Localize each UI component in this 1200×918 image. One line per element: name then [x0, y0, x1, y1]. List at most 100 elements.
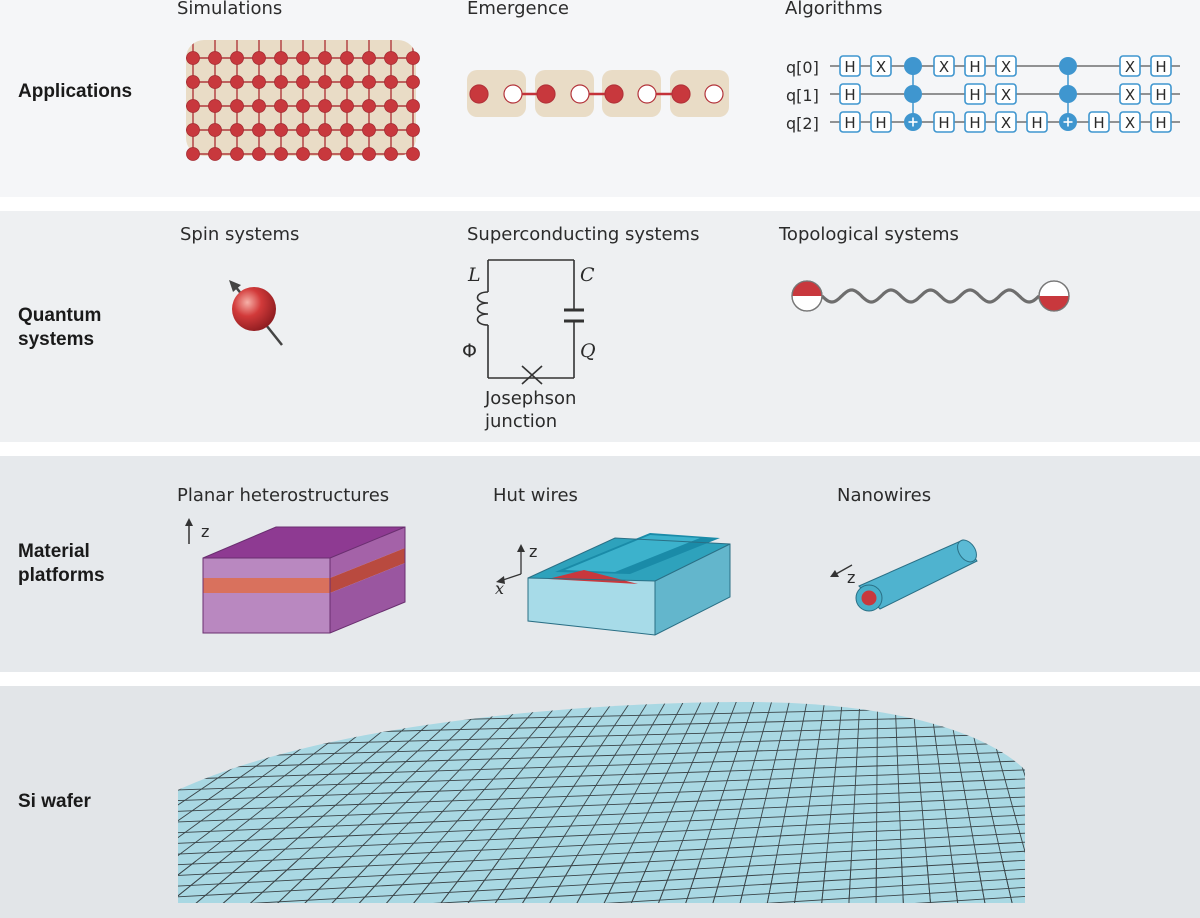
- hadamard-gate: [1150, 83, 1172, 105]
- majorana-left: [791, 280, 823, 312]
- lattice-site: [208, 147, 222, 161]
- nano-z-axis: [835, 564, 853, 575]
- hadamard-gate: [964, 111, 986, 133]
- gate-label: X: [1125, 86, 1135, 104]
- gate-label: H: [1093, 114, 1104, 132]
- gate-label: H: [844, 86, 855, 104]
- simulations-lattice: [186, 40, 420, 161]
- lattice-site: [362, 51, 376, 65]
- qubit-label-1: q[1]: [786, 86, 819, 105]
- lattice-site: [208, 99, 222, 113]
- gate-label: H: [1155, 58, 1166, 76]
- hut-x-label: x: [495, 579, 504, 598]
- qubit-label-2: q[2]: [786, 114, 819, 133]
- majorana-right: [1038, 280, 1070, 312]
- lattice-site: [186, 99, 200, 113]
- x-gate: [995, 111, 1017, 133]
- josephson-cross: [521, 365, 543, 385]
- dimer-box: [535, 70, 594, 117]
- hut-z-label: z: [529, 542, 537, 561]
- planar-heterostructures-caption: Planar heterostructures: [177, 485, 390, 506]
- lattice-site: [252, 75, 266, 89]
- lattice-site: [230, 147, 244, 161]
- nanowire-far-end: [957, 539, 977, 563]
- algorithms-caption: Algorithms: [785, 0, 883, 19]
- gate-label: X: [876, 58, 886, 76]
- spin-arrow-icon: [229, 280, 241, 292]
- lattice-site: [384, 147, 398, 161]
- lattice-site: [406, 51, 420, 65]
- nanowire: z: [830, 539, 978, 612]
- lattice-site: [186, 147, 200, 161]
- planar-z-label: z: [201, 522, 209, 541]
- gate-label: X: [1125, 114, 1135, 132]
- lattice-site: [252, 51, 266, 65]
- simulations-caption: Simulations: [177, 0, 283, 19]
- nanowire-core: [861, 590, 877, 606]
- hadamard-gate: [964, 83, 986, 105]
- top-face: [203, 527, 405, 558]
- gate-label: H: [1031, 114, 1042, 132]
- emergence-caption: Emergence: [467, 0, 569, 19]
- lattice-site: [406, 147, 420, 161]
- block-right-face: [655, 544, 730, 635]
- dimer-box: [602, 70, 661, 117]
- topological-wire: [791, 280, 1070, 312]
- block-front-face: [528, 578, 655, 635]
- lattice-site: [384, 51, 398, 65]
- control-dot: [904, 57, 922, 75]
- charge-Q: Q: [580, 340, 596, 362]
- superconducting-systems-caption: Superconducting systems: [467, 224, 700, 245]
- lattice-site: [186, 75, 200, 89]
- lattice-site: [318, 99, 332, 113]
- quantum-systems-label-line1: Quantum: [18, 305, 102, 326]
- lattice-site: [230, 51, 244, 65]
- emergence-chain: [467, 70, 729, 117]
- gate-label: X: [1001, 114, 1011, 132]
- lattice-site: [362, 75, 376, 89]
- x-gate: [1119, 55, 1141, 77]
- quantum-systems-band: [0, 211, 1200, 442]
- x-gate: [995, 83, 1017, 105]
- lattice-site: [296, 123, 310, 137]
- spin-sphere: [232, 287, 276, 331]
- si-wafer: [178, 702, 1025, 903]
- material-platforms-label-line1: Material: [18, 541, 90, 562]
- gate-label: H: [1155, 114, 1166, 132]
- lattice-site: [252, 147, 266, 161]
- control-dot: [1059, 85, 1077, 103]
- top-layer-front: [203, 558, 330, 578]
- gate-label: X: [939, 58, 949, 76]
- lattice-site: [274, 147, 288, 161]
- x-gate: [1119, 111, 1141, 133]
- z-arrow-icon: [185, 518, 193, 526]
- lattice-site: [296, 99, 310, 113]
- hut-wires-caption: Hut wires: [493, 485, 578, 506]
- lattice-site: [186, 51, 200, 65]
- lattice-site: [274, 99, 288, 113]
- lattice-site: [340, 75, 354, 89]
- x-gate: [1119, 83, 1141, 105]
- lattice-site: [362, 147, 376, 161]
- lattice-site: [384, 123, 398, 137]
- lattice-site: [362, 123, 376, 137]
- lattice-site: [230, 123, 244, 137]
- gate-label: X: [1125, 58, 1135, 76]
- gate-label: H: [1155, 86, 1166, 104]
- josephson-label-line1: Josephson: [484, 388, 576, 409]
- hadamard-gate: [1088, 111, 1110, 133]
- hadamard-gate: [1150, 111, 1172, 133]
- josephson-label-line2: junction: [484, 411, 557, 432]
- hadamard-gate: [1026, 111, 1048, 133]
- lattice-site: [274, 75, 288, 89]
- lattice-site: [186, 123, 200, 137]
- x-gate: [933, 55, 955, 77]
- quantum-systems-label-line2: systems: [18, 329, 95, 350]
- superconducting-circuit: [476, 259, 584, 385]
- gate-label: H: [969, 58, 980, 76]
- control-dot: [904, 85, 922, 103]
- hadamard-gate: [933, 111, 955, 133]
- si-wafer-label: Si wafer: [18, 791, 91, 812]
